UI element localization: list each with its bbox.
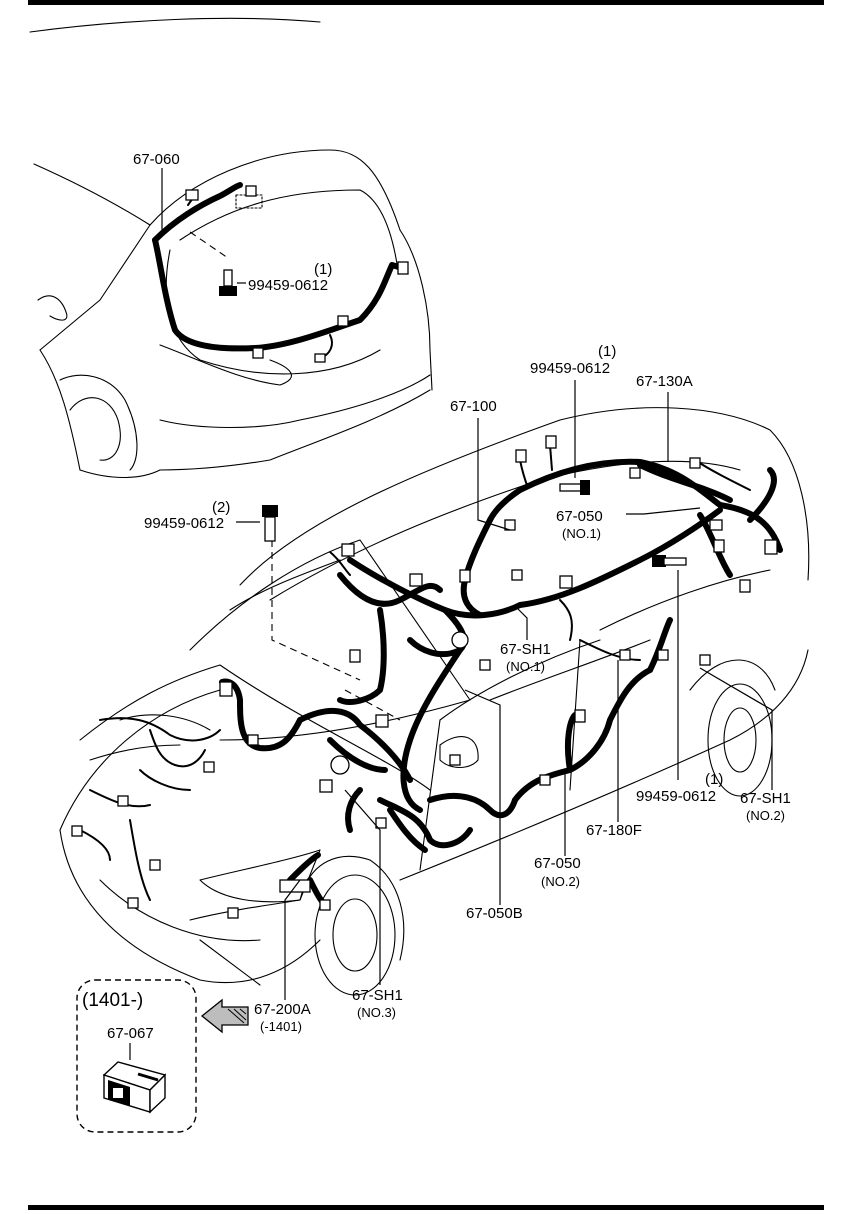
label-roof-harness: 67-130A bbox=[636, 373, 693, 390]
top-rule bbox=[28, 0, 824, 5]
label-shield-1-no: (NO.1) bbox=[506, 659, 545, 674]
label-right-bolt-qty: (1) bbox=[705, 771, 723, 788]
label-top-bolt: 99459-0612 bbox=[530, 360, 610, 377]
label-door-harness-2: 67-180F bbox=[586, 822, 642, 839]
label-shield-2: 67-SH1 bbox=[740, 790, 791, 807]
top-bolt-icon bbox=[559, 480, 590, 495]
left-bolt-icon bbox=[262, 505, 278, 542]
label-rear-bolt-qty: (1) bbox=[314, 261, 332, 278]
label-rear-door-harness: 67-050 bbox=[534, 855, 581, 872]
label-top-bolt-qty: (1) bbox=[598, 343, 616, 360]
label-rear-door-harness-no: (NO.2) bbox=[541, 874, 580, 889]
label-left-bolt: 99459-0612 bbox=[144, 515, 224, 532]
label-shield-3-no: (NO.3) bbox=[357, 1005, 396, 1020]
inset-arrow-icon bbox=[200, 998, 249, 1034]
label-rear-harness: 67-060 bbox=[133, 151, 180, 168]
inset-box: (1401-) 67-067 bbox=[76, 979, 197, 1133]
label-shield-1: 67-SH1 bbox=[500, 641, 551, 658]
rear-hatch-harness bbox=[152, 182, 409, 363]
callout-labels: 67-060 (1) 99459-0612 (1) 99459-0612 67-… bbox=[133, 151, 791, 1034]
main-car-body bbox=[59, 407, 810, 996]
label-rear-bolt: 99459-0612 bbox=[248, 277, 328, 294]
bolt-guide-line bbox=[271, 540, 361, 681]
label-front-harness-b: 67-050B bbox=[466, 905, 523, 922]
label-front-door-harness-no: (NO.1) bbox=[562, 526, 601, 541]
label-right-bolt: 99459-0612 bbox=[636, 788, 716, 805]
label-engine-harness: 67-200A bbox=[254, 1001, 311, 1018]
rear-car-body bbox=[29, 17, 433, 479]
thin-wires bbox=[79, 444, 751, 901]
connectors bbox=[71, 435, 778, 919]
inset-part-number: 67-067 bbox=[107, 1025, 154, 1042]
label-shield-2-no: (NO.2) bbox=[746, 808, 785, 823]
rear-bolt-icon bbox=[189, 231, 237, 296]
control-module-icon bbox=[102, 1061, 167, 1114]
label-left-bolt-qty: (2) bbox=[212, 499, 230, 516]
right-bolt-icon bbox=[652, 555, 687, 567]
bottom-rule bbox=[28, 1205, 824, 1210]
label-floor-harness: 67-100 bbox=[450, 398, 497, 415]
label-engine-harness-range: (-1401) bbox=[260, 1019, 302, 1034]
leader-lines bbox=[161, 168, 773, 1000]
label-shield-3: 67-SH1 bbox=[352, 987, 403, 1004]
label-front-door-harness: 67-050 bbox=[556, 508, 603, 525]
inset-range: (1401-) bbox=[82, 990, 143, 1011]
